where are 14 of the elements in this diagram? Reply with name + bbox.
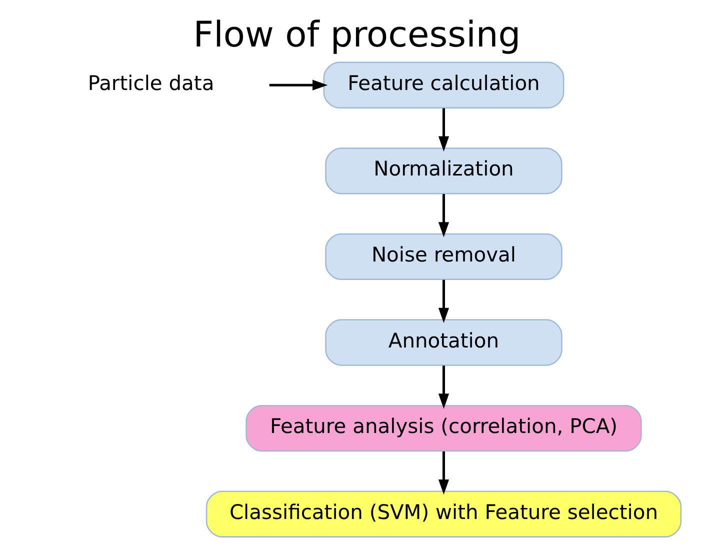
node-text: Particle data: [88, 70, 214, 95]
node-box: Noise removal: [325, 233, 562, 280]
node-box: Feature analysis (correlation, PCA): [246, 404, 642, 452]
node-box: Classification (SVM) with Feature selection: [206, 490, 682, 538]
arrow: [438, 194, 450, 238]
arrow: [438, 366, 450, 409]
arrow: [438, 451, 450, 495]
arrow: [438, 280, 450, 324]
diagram-title: Flow of processing: [193, 14, 521, 56]
node-box: Annotation: [325, 319, 562, 366]
arrow: [269, 80, 328, 90]
node-box: Feature calculation: [323, 62, 564, 108]
node-box: Normalization: [325, 148, 562, 194]
arrow: [438, 108, 450, 152]
